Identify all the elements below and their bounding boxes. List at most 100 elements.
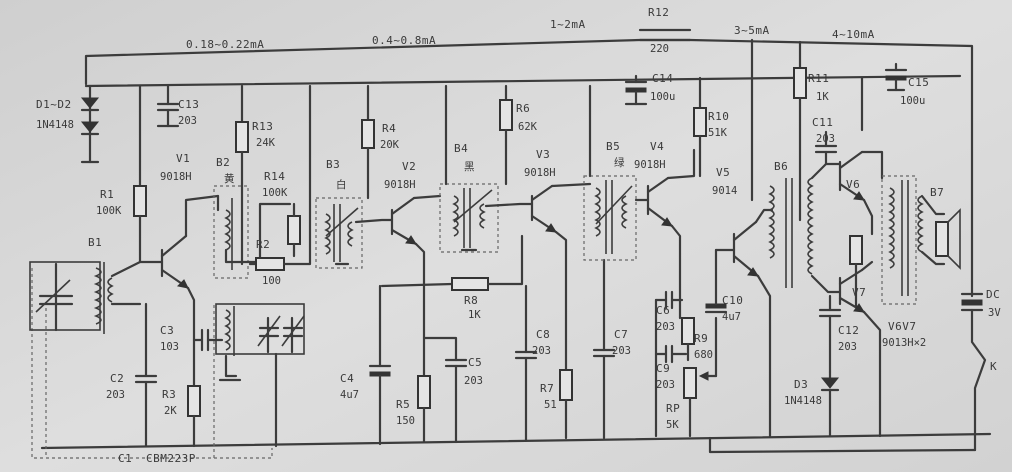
c6-ref: C6 [656, 304, 670, 317]
labels: 0.18~0.22mA 0.4~0.8mA 1~2mA 3~5mA 4~10mA… [36, 6, 1001, 465]
c11-ref: C11 [812, 116, 833, 129]
c4-ref: C4 [340, 372, 354, 385]
r13-value: 24K [256, 137, 276, 149]
b7-ref: B7 [930, 186, 944, 199]
current-label-1: 0.18~0.22mA [186, 38, 264, 51]
b2-oscillator-coil [213, 185, 252, 279]
r12-resistor [638, 28, 692, 42]
r8-resistor [380, 234, 524, 291]
c6-c9-rp-cluster [654, 290, 718, 438]
v6v7-value: 9013H×2 [882, 337, 926, 349]
c2-capacitor [134, 302, 158, 448]
r1-value: 100K [96, 205, 122, 217]
b4-value: 黑 [464, 161, 475, 173]
c12-capacitor [818, 235, 863, 374]
b4-ref: B4 [454, 142, 468, 155]
c7-ref: C7 [614, 328, 628, 341]
r10-value: 51K [708, 127, 728, 139]
r13-ref: R13 [252, 120, 273, 133]
v6v7-ref: V6V7 [888, 320, 917, 333]
v3-ref: V3 [536, 148, 550, 161]
c15-capacitor [860, 62, 908, 132]
r6-ref: R6 [516, 102, 530, 115]
r5-value: 150 [396, 415, 415, 427]
r5-ref: R5 [396, 398, 410, 411]
b2-ref: B2 [216, 156, 230, 169]
dc-battery-switch [960, 292, 984, 312]
c3-ref: C3 [160, 324, 174, 337]
c9-ref: C9 [656, 362, 670, 375]
v5-ref: V5 [716, 166, 730, 179]
r6-resistor [499, 84, 513, 186]
d1d2-value: 1N4148 [36, 119, 74, 131]
v7-transistor [838, 260, 882, 438]
v4-ref: V4 [650, 140, 664, 153]
b4-if-transformer [439, 84, 534, 253]
r12-value: 220 [650, 43, 669, 55]
b5-value: 绿 [614, 156, 625, 169]
b6-ref: B6 [774, 160, 788, 173]
r14-value: 100K [262, 187, 288, 199]
c2-value: 203 [106, 389, 125, 401]
r7-value: 51 [544, 399, 557, 411]
current-label-3: 1~2mA [550, 18, 586, 31]
b1-ref: B1 [88, 236, 102, 249]
c12-ref: C12 [838, 324, 859, 337]
c5-ref: C5 [468, 356, 482, 369]
r8-ref: R8 [464, 294, 478, 307]
v1-value: 9018H [160, 171, 192, 183]
c10-value: 4u7 [722, 311, 741, 323]
b3-if-transformer [315, 197, 394, 269]
v2-value: 9018H [384, 179, 416, 191]
r10-resistor [693, 76, 707, 178]
r4-value: 20K [380, 139, 400, 151]
v6-transistor [838, 150, 884, 236]
r13-resistor [235, 84, 249, 266]
c13-value: 203 [178, 115, 197, 127]
b7-output-transformer [881, 175, 961, 305]
r4-resistor [361, 84, 375, 200]
d3-ref: D3 [794, 378, 808, 391]
c9-value: 203 [656, 379, 675, 391]
v2-ref: V2 [402, 160, 416, 173]
c11-capacitor [814, 130, 838, 166]
r9-value: 680 [694, 349, 713, 361]
c3-value: 103 [160, 341, 179, 353]
c3-tuning-section [192, 303, 305, 448]
v5-transistor [714, 208, 774, 438]
r1-resistor [133, 84, 147, 264]
c2-ref: C2 [110, 372, 124, 385]
c12-value: 203 [838, 341, 857, 353]
c8-capacitor [514, 284, 538, 442]
r7-ref: R7 [540, 382, 554, 395]
v3-value: 9018H [524, 167, 556, 179]
v6-ref: V6 [846, 178, 860, 191]
r2-value: 100 [262, 275, 281, 287]
c1-value: CBM223P [146, 452, 196, 465]
c14-ref: C14 [652, 72, 673, 85]
c4-value: 4u7 [340, 389, 359, 401]
c7-value: 203 [612, 345, 631, 357]
b3-value: 白 [336, 178, 347, 191]
current-label-5: 4~10mA [832, 28, 875, 41]
c10-ref: C10 [722, 294, 743, 307]
current-label-2: 0.4~0.8mA [372, 34, 436, 47]
c4-capacitor [368, 284, 392, 446]
v4-transistor [634, 148, 696, 320]
v1-transistor [160, 194, 220, 448]
v1-ref: V1 [176, 152, 190, 165]
b5-if-transformer [583, 84, 637, 261]
c10-capacitor [704, 248, 728, 378]
c11-value: 203 [816, 133, 835, 145]
v2-transistor [390, 194, 468, 444]
r12-ref: R12 [648, 6, 669, 19]
c8-value: 203 [532, 345, 551, 357]
d3-diode [820, 370, 840, 438]
r1-ref: R1 [100, 188, 114, 201]
b6-transformer [750, 38, 842, 294]
c14-value: 100u [650, 91, 675, 103]
c8-ref: C8 [536, 328, 550, 341]
v7-ref: V7 [852, 286, 866, 299]
dc-ref: DC [986, 288, 1000, 301]
